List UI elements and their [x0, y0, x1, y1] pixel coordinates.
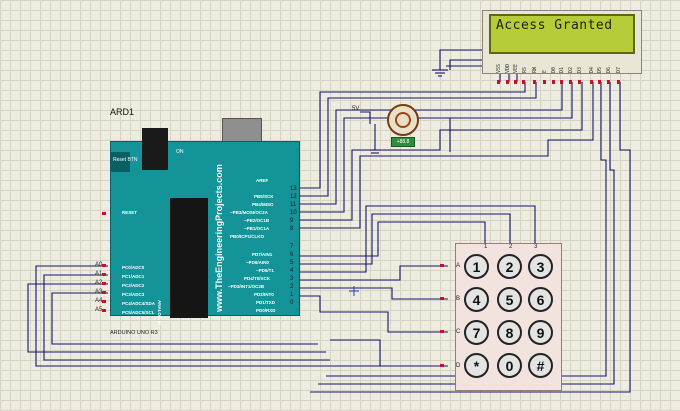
analog-pin-label: PC2/ADC2	[122, 283, 145, 288]
lcd-pin-label: VSS	[496, 63, 502, 73]
analog-pin-label: PC5/ADC5/SCL	[122, 310, 155, 315]
digital-pin-number: 12	[290, 194, 297, 200]
keypad-row-label: A	[456, 263, 461, 269]
key-8[interactable]: 8	[497, 320, 522, 345]
lcd-pin-label: D3	[577, 66, 583, 73]
lcd-pin-label: D5	[597, 66, 603, 73]
lcd-message: Access Granted	[496, 18, 613, 33]
digital-pin-label: AREF	[256, 178, 269, 183]
digital-pin-label: PD1/TXD	[256, 300, 276, 305]
lcd-pin-label: D6	[606, 66, 612, 73]
digital-pin-number: 6	[290, 252, 294, 258]
keypad-row-label: C	[456, 329, 461, 335]
key-0[interactable]: 0	[497, 353, 522, 378]
reset-pin-label: RESET	[122, 210, 138, 215]
lcd-pin-label: D4	[589, 66, 595, 73]
digital-pin-label: ~PB2/OC1B	[244, 218, 270, 223]
key-9[interactable]: 9	[528, 320, 553, 345]
digital-pin-number: 10	[290, 210, 297, 216]
digital-pin-label: PD4/T0/XCK	[244, 276, 271, 281]
lcd-pin-label: VEE	[513, 63, 519, 73]
digital-pin-label: ~PD5/T1	[256, 268, 274, 273]
digital-pin-label: ~PB1/OC1A	[244, 226, 270, 231]
key-2[interactable]: 2	[497, 254, 522, 279]
digital-pin-number: 8	[290, 226, 294, 232]
on-label: ON	[176, 149, 184, 155]
microcontroller-chip	[170, 198, 208, 318]
digital-pin-number: 7	[290, 244, 294, 250]
key-star[interactable]: *	[464, 353, 489, 378]
motor-speed-tag: +88.8	[391, 137, 415, 147]
power-jack	[142, 128, 168, 170]
arduino-model: ARDUINO UNO R3	[110, 330, 158, 336]
digital-pin-number: 9	[290, 218, 294, 224]
digital-pin-label: PB0/ICP1/CLKO	[230, 234, 265, 239]
motor-rotor-icon	[395, 112, 411, 128]
analog-in-label: ANALOG IN	[157, 300, 162, 326]
digital-pin-label: ~PB3/MOSI/OC2A	[230, 210, 268, 215]
digital-pin-number: 13	[290, 186, 297, 192]
lcd-pin-label: D7	[616, 66, 622, 73]
analog-pin: A4	[95, 298, 103, 304]
digital-pin-number: 1	[290, 292, 294, 298]
key-6[interactable]: 6	[528, 287, 553, 312]
brand-text: www.TheEngineeringProjects.com	[214, 164, 224, 312]
keypad-col-label: 1	[484, 244, 488, 250]
keypad-col-label: 2	[509, 244, 513, 250]
lcd-pin-label: RS	[522, 66, 528, 73]
digital-pin-number: 0	[290, 300, 294, 306]
digital-pin-label: PB5/SCK	[254, 194, 274, 199]
analog-pin-label: PC0/ADC0	[122, 265, 145, 270]
key-hash[interactable]: #	[528, 353, 553, 378]
key-7[interactable]: 7	[464, 320, 489, 345]
analog-pin-label: PC1/ADC1	[122, 274, 145, 279]
analog-pin-label: PC3/ADC3	[122, 292, 145, 297]
analog-pin-label: PC4/ADC4/SDA	[122, 301, 156, 306]
lcd-pin-label: D0	[551, 66, 557, 73]
analog-pin: A1	[95, 271, 103, 277]
keypad-col-label: 3	[534, 244, 538, 250]
digital-pin-number: 11	[290, 202, 297, 208]
reset-button-label: Reset BTN	[113, 157, 138, 163]
lcd-pin-label: VDD	[505, 63, 511, 73]
lcd-pin-label: D1	[559, 66, 565, 73]
analog-pin: A3	[95, 289, 103, 295]
key-1[interactable]: 1	[464, 254, 489, 279]
digital-pin-label: PD0/RXD	[256, 308, 276, 313]
digital-pin-number: 4	[290, 268, 294, 274]
lcd-pin-label: RW	[532, 66, 538, 73]
arduino-ref: ARD1	[110, 107, 135, 117]
digital-pin-label: PD7/AIN1	[252, 252, 273, 257]
analog-pin: A0	[95, 262, 103, 268]
keypad-row-label: B	[456, 296, 461, 302]
digital-pin-number: 2	[290, 284, 294, 290]
lcd-pin-label: E	[542, 69, 548, 73]
digital-pin-number: 3	[290, 276, 294, 282]
key-3[interactable]: 3	[528, 254, 553, 279]
key-5[interactable]: 5	[497, 287, 522, 312]
key-4[interactable]: 4	[464, 287, 489, 312]
lcd-screen	[489, 14, 635, 54]
digital-pin-label: ~PD3/INT1/OC2B	[228, 284, 265, 289]
analog-pin: A2	[95, 280, 103, 286]
digital-pin-number: 5	[290, 260, 294, 266]
motor-supply-label: 5V	[352, 106, 360, 112]
digital-pin-label: PB4/MISO	[252, 202, 274, 207]
keypad-row-label: D	[456, 363, 461, 369]
reset-button[interactable]	[110, 152, 130, 172]
lcd-pin-label: D2	[568, 66, 574, 73]
analog-pin: A5	[95, 307, 103, 313]
digital-pin-label: ~PD6/AIN0	[246, 260, 269, 265]
digital-pin-label: PD2/INT0	[254, 292, 274, 297]
